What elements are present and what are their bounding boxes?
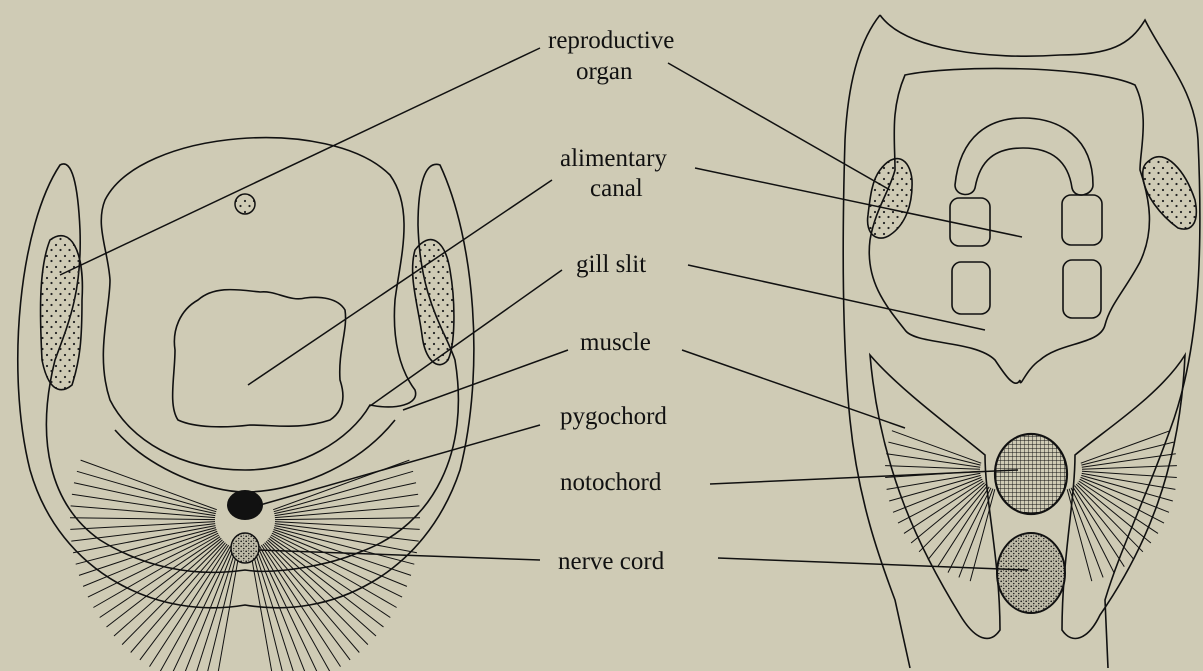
muscle-striation: [893, 477, 981, 512]
label-notochord: notochord: [560, 469, 662, 496]
muscle-striation: [275, 522, 420, 530]
right-muscle-block-r: [1062, 355, 1185, 638]
muscle-striation: [256, 548, 309, 671]
left-muscle-fan-l: [70, 460, 240, 671]
muscle-striation: [203, 549, 238, 671]
right-gill-box-1: [950, 198, 990, 246]
pointer-gill-right: [688, 265, 985, 330]
labels: reproductive organ alimentary canal gill…: [548, 27, 674, 575]
muscle-striation: [275, 526, 417, 553]
muscle-striation: [71, 524, 215, 542]
right-muscle-fan-l: [885, 431, 995, 581]
muscle-striation: [1082, 471, 1177, 477]
right-nerve-cord: [997, 533, 1065, 613]
pointer-alimentary-right: [695, 168, 1022, 237]
label-alimentary-canal-line1: alimentary: [560, 145, 667, 172]
muscle-striation: [1082, 466, 1177, 470]
left-nerve-cord: [231, 533, 259, 563]
label-reproductive-organ-line2: organ: [576, 58, 633, 85]
muscle-striation: [959, 489, 993, 578]
right-muscle-fan-r: [1067, 431, 1177, 581]
muscle-striation: [1081, 477, 1169, 512]
pointer-nerve-left: [258, 550, 540, 560]
muscle-striation: [886, 454, 980, 468]
right-gill-box-4: [1063, 260, 1101, 318]
muscle-striation: [70, 518, 215, 520]
left-alimentary-canal: [173, 290, 346, 427]
left-reproductive-organ-r: [413, 240, 454, 365]
right-arch: [955, 118, 1093, 195]
pointer-notochord: [710, 470, 1018, 484]
label-alimentary-canal-line2: canal: [590, 175, 643, 202]
pointer-nerve-right: [718, 558, 1028, 570]
muscle-striation: [252, 549, 287, 671]
muscle-striation: [266, 541, 368, 644]
right-pharynx-outline: [869, 68, 1149, 383]
label-gill-slit: gill slit: [576, 251, 646, 278]
pointer-reproductive-right: [668, 63, 890, 190]
muscle-striation: [892, 431, 981, 464]
right-gill-box-3: [952, 262, 990, 314]
pointer-muscle-right: [682, 350, 905, 428]
muscle-striation: [885, 466, 980, 470]
muscle-striation: [83, 531, 217, 586]
muscle-striation: [275, 506, 420, 518]
muscle-striation: [275, 518, 420, 520]
left-cross-section: [18, 138, 474, 671]
muscle-striation: [81, 460, 217, 510]
label-reproductive-organ-line1: reproductive: [548, 27, 674, 54]
muscle-striation: [88, 533, 218, 597]
right-gill-box-2: [1062, 195, 1102, 245]
left-reproductive-organ-l: [40, 236, 82, 390]
muscle-striation: [1069, 489, 1103, 578]
muscle-striation: [71, 506, 216, 518]
muscle-striation: [73, 526, 215, 553]
muscle-striation: [1081, 431, 1170, 464]
label-pygochord: pygochord: [560, 403, 667, 430]
right-reproductive-organ-l: [868, 159, 913, 239]
pointer-muscle-left: [403, 350, 568, 410]
muscle-striation: [1082, 454, 1176, 468]
pointer-alimentary-left: [248, 180, 552, 385]
left-branchial-arc: [115, 420, 395, 492]
muscle-striation: [1081, 442, 1173, 465]
muscle-striation: [70, 522, 215, 530]
right-reproductive-organ-r: [1143, 157, 1197, 229]
pointer-pygochord: [260, 425, 540, 505]
left-dorsal-vessel: [235, 194, 255, 214]
left-pygochord: [227, 490, 263, 520]
muscle-striation: [888, 442, 980, 465]
right-muscle-block-l: [870, 355, 1000, 638]
pointer-lines: [60, 48, 1028, 570]
label-muscle: muscle: [580, 329, 651, 356]
muscle-striation: [181, 548, 234, 671]
label-nerve-cord: nerve cord: [558, 548, 665, 575]
pointer-reproductive-left: [60, 48, 540, 275]
right-notochord: [995, 434, 1067, 514]
pointer-gill-left: [370, 270, 562, 406]
